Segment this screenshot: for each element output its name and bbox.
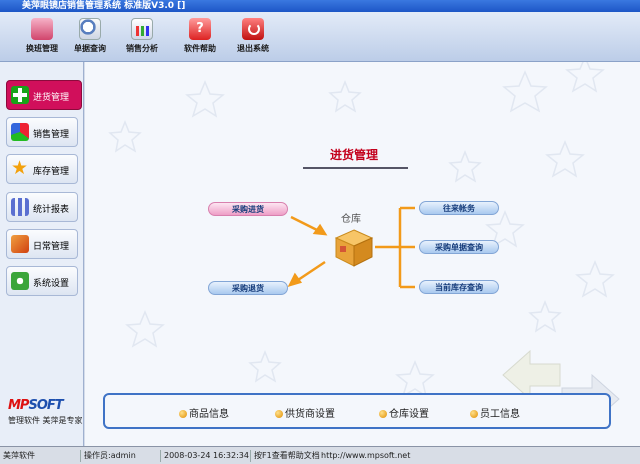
sales-analysis-button[interactable]: 销售分析 — [122, 18, 162, 58]
main-panel: 进货管理 采购进货 采购退货 仓库 往来帐务 采购单据查询 当前库存查询 商品信… — [85, 62, 640, 446]
title-underline — [303, 167, 408, 169]
accounts-button[interactable]: 往来帐务 — [419, 201, 499, 215]
sidebar-item-daily[interactable]: 日常管理 — [6, 229, 78, 259]
logo-tagline: 管理软件 美萍是专家 — [8, 416, 83, 425]
chart-icon — [131, 18, 153, 40]
sidebar-item-label: 销售管理 — [33, 130, 70, 140]
sidebar-item-label: 统计报表 — [33, 205, 70, 215]
sidebar-item-inventory[interactable]: 库存管理 — [6, 154, 78, 184]
bullet-icon — [275, 410, 283, 418]
sales-analysis-label: 销售分析 — [126, 44, 158, 53]
pie-icon — [11, 123, 29, 141]
purchase-document-query-button[interactable]: 采购单据查询 — [419, 240, 499, 254]
exit-icon — [242, 18, 264, 40]
status-help-hint: 按F1查看帮助文档 — [250, 450, 320, 462]
bullet-icon — [379, 410, 387, 418]
sidebar-item-purchase[interactable]: 进货管理 — [6, 80, 82, 110]
status-operator: 操作员:admin — [80, 450, 136, 462]
sidebar: 进货管理 销售管理 库存管理 统计报表 日常管理 系统设置 — [0, 62, 84, 446]
plus-icon — [11, 86, 29, 104]
warehouse-box-icon[interactable] — [334, 228, 374, 268]
status-datetime: 2008-03-24 16:32:34 — [160, 450, 249, 462]
bars-icon — [11, 198, 29, 216]
shift-management-button[interactable]: 换班管理 — [22, 18, 62, 58]
search-icon — [79, 18, 101, 40]
brush-icon — [11, 235, 29, 253]
document-query-label: 单据查询 — [74, 44, 106, 53]
quick-links-panel: 商品信息 供货商设置 仓库设置 员工信息 — [103, 393, 611, 429]
document-query-button[interactable]: 单据查询 — [70, 18, 110, 58]
status-bar: 美萍软件 操作员:admin 2008-03-24 16:32:34 按F1查看… — [0, 446, 640, 464]
purchase-return-button[interactable]: 采购退货 — [208, 281, 288, 295]
logo-mark: MPSOFT — [8, 398, 64, 413]
bullet-icon — [179, 410, 187, 418]
staff-info-link[interactable]: 员工信息 — [470, 405, 520, 420]
exit-system-button[interactable]: 退出系统 — [233, 18, 273, 58]
purchase-in-button[interactable]: 采购进货 — [208, 202, 288, 216]
shift-icon — [31, 18, 53, 40]
software-help-button[interactable]: 软件帮助 — [180, 18, 220, 58]
status-app-name: 美萍软件 — [3, 451, 35, 460]
sidebar-item-settings[interactable]: 系统设置 — [6, 266, 78, 296]
product-info-link[interactable]: 商品信息 — [179, 405, 229, 420]
status-website[interactable]: http://www.mpsoft.net — [321, 451, 411, 460]
current-stock-query-button[interactable]: 当前库存查询 — [419, 280, 499, 294]
mpsoft-logo: MPSOFT 管理软件 美萍是专家 — [8, 398, 83, 426]
shift-management-label: 换班管理 — [26, 44, 58, 53]
warehouse-settings-link[interactable]: 仓库设置 — [379, 405, 429, 420]
sidebar-item-label: 进货管理 — [33, 93, 70, 103]
help-icon — [189, 18, 211, 40]
software-help-label: 软件帮助 — [184, 44, 216, 53]
exit-system-label: 退出系统 — [237, 44, 269, 53]
supplier-settings-link[interactable]: 供货商设置 — [275, 405, 335, 420]
sidebar-item-label: 系统设置 — [33, 279, 70, 289]
sidebar-item-reports[interactable]: 统计报表 — [6, 192, 78, 222]
sidebar-item-label: 库存管理 — [33, 167, 70, 177]
bullet-icon — [470, 410, 478, 418]
toolbar: 换班管理 单据查询 销售分析 软件帮助 退出系统 — [0, 12, 640, 62]
page-title: 进货管理 — [330, 148, 379, 162]
star-icon — [11, 157, 29, 179]
gear-icon — [11, 272, 29, 290]
sidebar-item-sales[interactable]: 销售管理 — [6, 117, 78, 147]
sidebar-item-label: 日常管理 — [33, 242, 70, 252]
warehouse-label: 仓库 — [341, 214, 361, 225]
window-title: 美萍眼镜店销售管理系统 标准版V3.0 [] — [0, 0, 640, 12]
